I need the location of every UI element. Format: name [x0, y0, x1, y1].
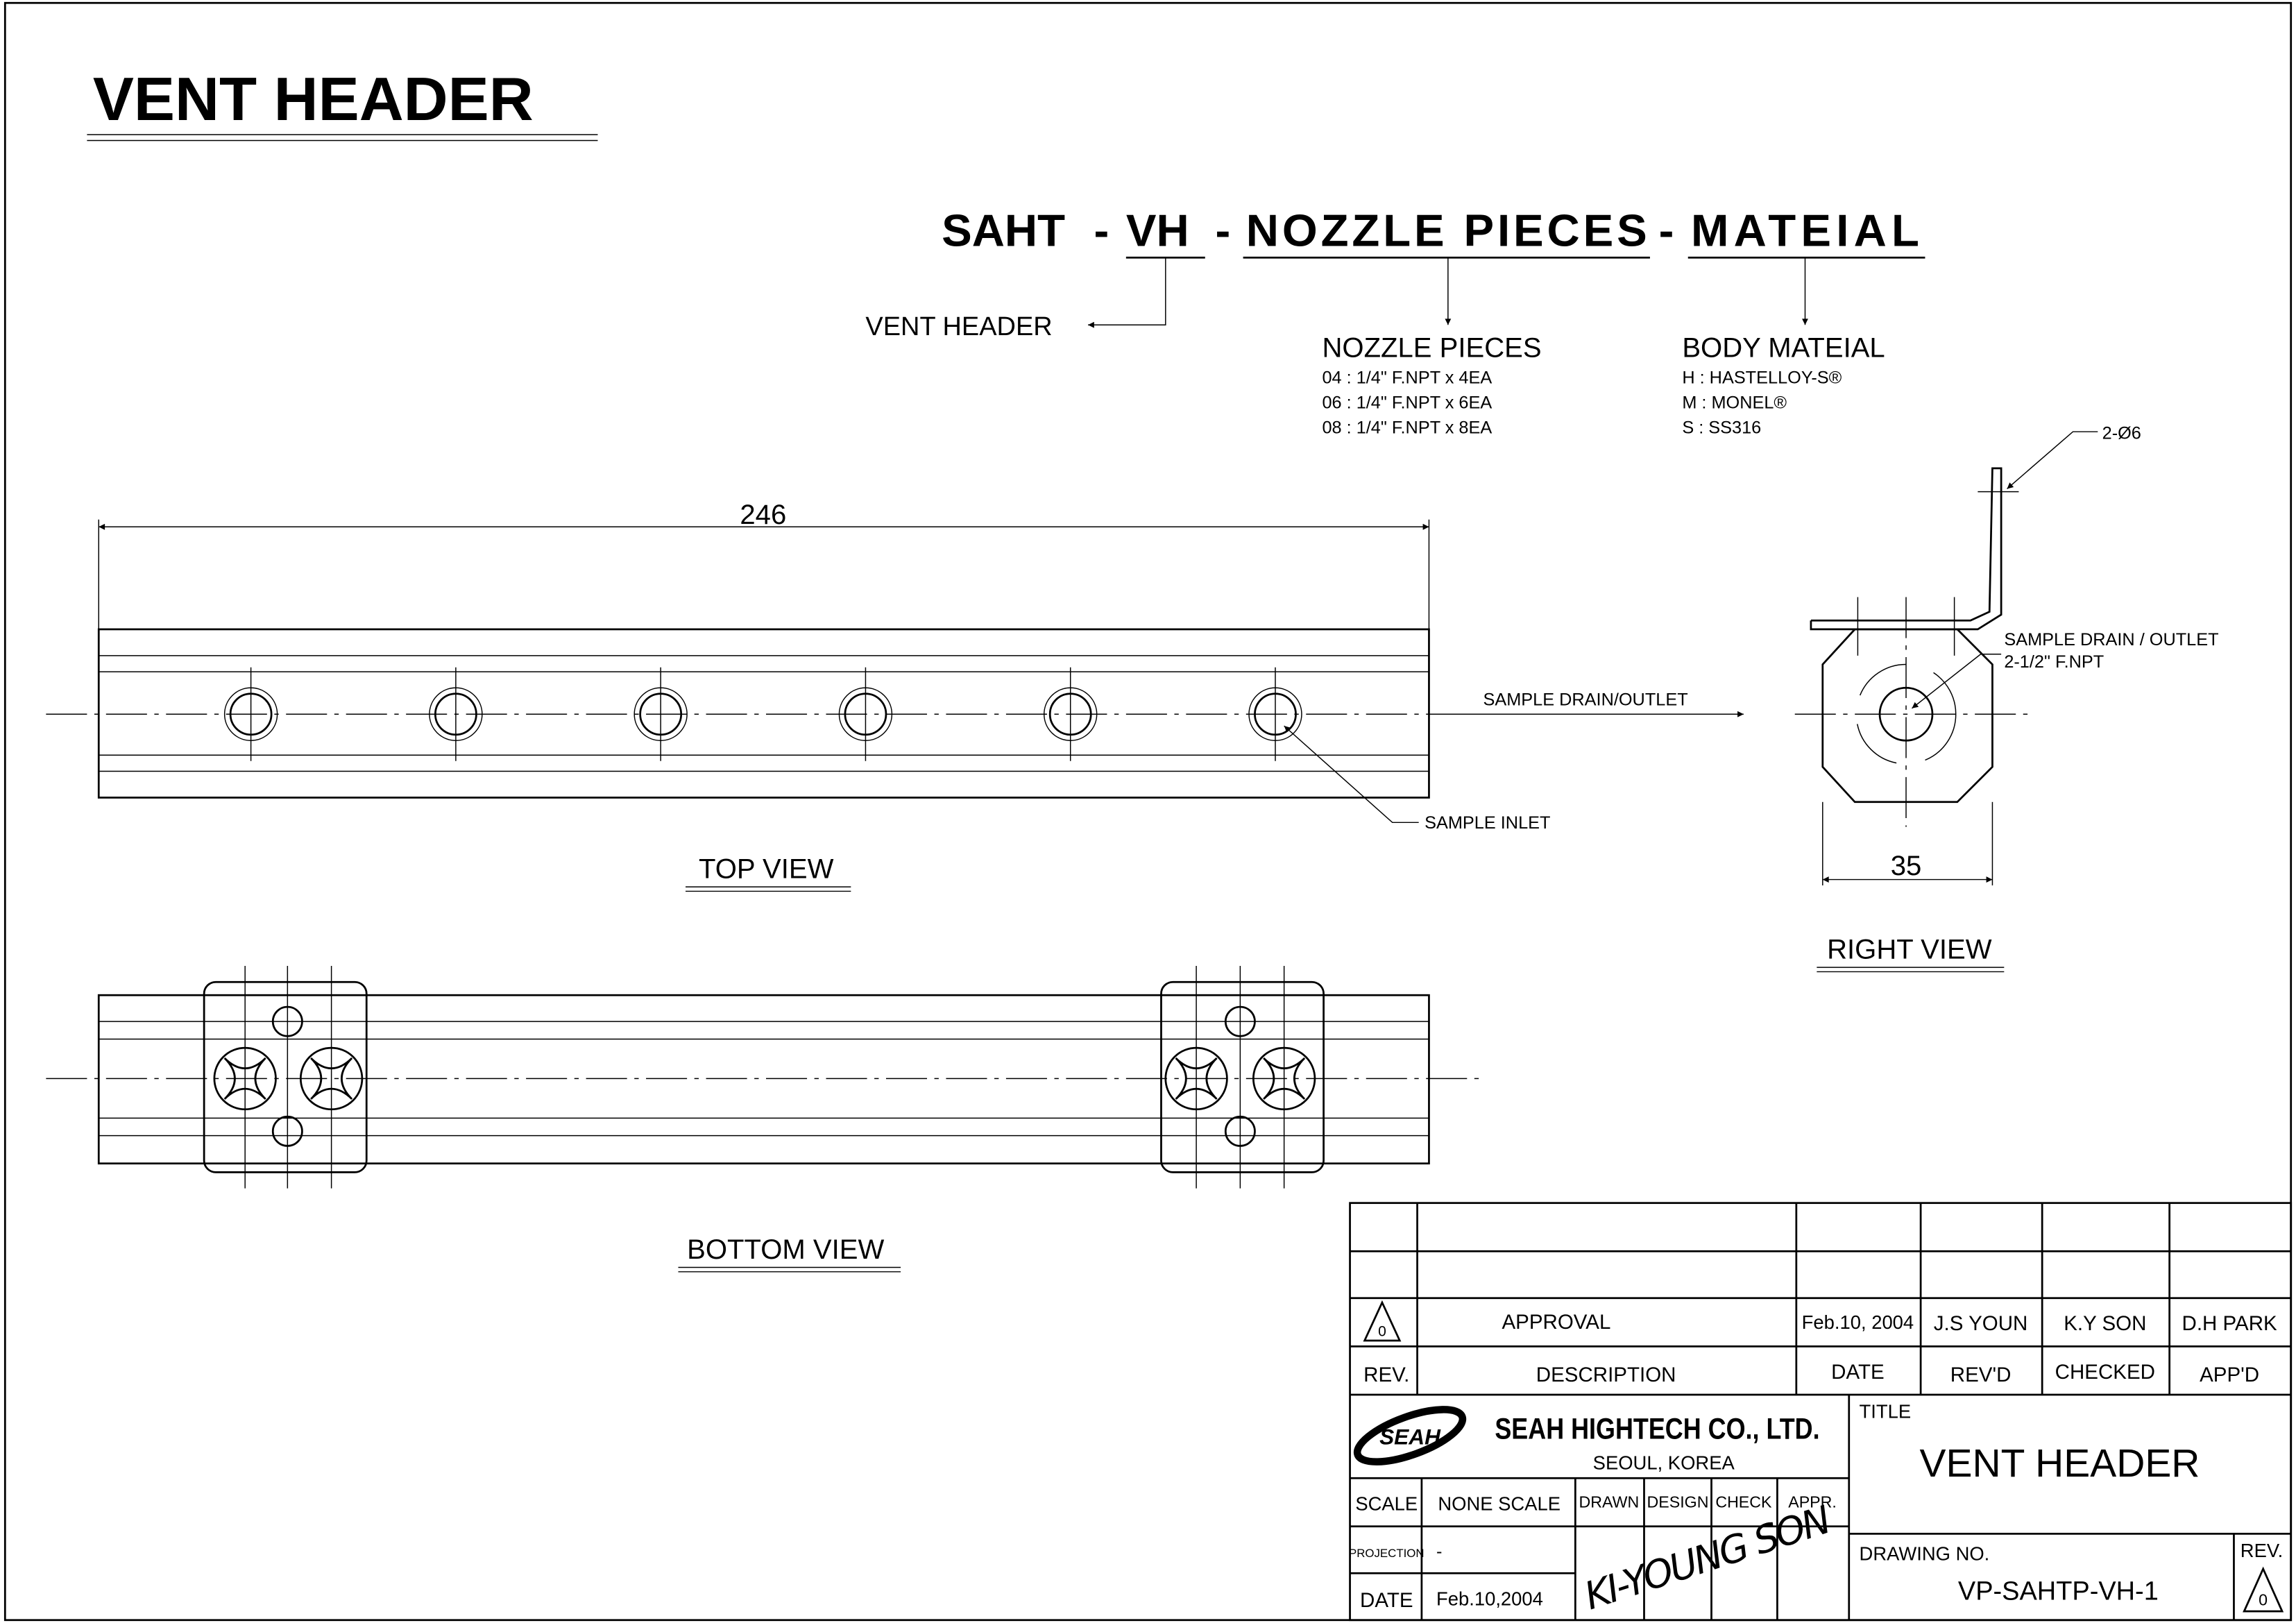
code-vh: VH — [1126, 205, 1189, 255]
material-option: M : MONEL® — [1682, 393, 1787, 412]
drawing-no: VP-SAHTP-VH-1 — [1958, 1577, 2159, 1606]
revision-triangle-icon — [1363, 1300, 1402, 1342]
screw-cross-icon — [1175, 1057, 1218, 1100]
screw-cross-icon — [310, 1057, 353, 1100]
code-material: MATEIAL — [1691, 205, 1919, 255]
scale-value: NONE SCALE — [1438, 1493, 1561, 1515]
date-label: DATE — [1360, 1589, 1413, 1612]
material-option: H : HASTELLOY-S® — [1682, 368, 1842, 388]
appr-label: APPR. — [1788, 1493, 1837, 1511]
rev-date: Feb.10, 2004 — [1802, 1311, 1914, 1333]
inlet-leader — [1284, 725, 1419, 824]
header-date: DATE — [1831, 1361, 1885, 1384]
revision-triangle-icon — [2243, 1566, 2284, 1613]
rev-checked: K.Y SON — [2064, 1312, 2146, 1335]
company-logo: SEAH — [1353, 1406, 1467, 1465]
header-description: DESCRIPTION — [1536, 1363, 1676, 1386]
inlet-label: SAMPLE INLET — [1425, 813, 1550, 833]
title-label: TITLE — [1860, 1401, 1912, 1422]
screw-cross-icon — [1263, 1057, 1306, 1100]
signature: KI-YOUNG SON — [1579, 1497, 1837, 1618]
top-view-label: TOP VIEW — [699, 853, 834, 884]
nozzle-title: NOZZLE PIECES — [1322, 333, 1541, 364]
code-nozzle: NOZZLE PIECES — [1246, 205, 1647, 255]
sheet-border — [3, 1, 2293, 1622]
bottom-view: BOTTOM VIEW — [46, 966, 1483, 1273]
drawn-label: DRAWN — [1579, 1493, 1640, 1511]
right-view: 2-Ø6 SAMPLE DRAIN / OUTLET 2-1/2" F.NPT … — [1794, 424, 2219, 973]
rev-description: APPROVAL — [1502, 1311, 1610, 1334]
projection-label: PROJECTION — [1349, 1547, 1425, 1560]
drawing-title: VENT HEADER — [1920, 1441, 2200, 1486]
vh-leader — [1088, 257, 1166, 328]
code-sep: - — [1659, 205, 1674, 255]
outlet-leader — [1911, 654, 2002, 709]
mounting-bracket — [203, 980, 368, 1173]
bottom-view-label: BOTTOM VIEW — [687, 1234, 884, 1265]
rev-number: 0 — [1378, 1324, 1386, 1340]
drawing-rev: 0 — [2259, 1591, 2268, 1609]
outlet-label: SAMPLE DRAIN/OUTLET — [1483, 690, 1687, 710]
company-name: SEAH HIGHTECH CO., LTD. — [1495, 1412, 1819, 1445]
right-outlet-label: SAMPLE DRAIN / OUTLET — [2004, 630, 2218, 649]
code-prefix: SAHT — [942, 205, 1065, 255]
nozzle-option: 08 : 1/4" F.NPT x 8EA — [1322, 418, 1492, 437]
right-view-label: RIGHT VIEW — [1827, 934, 1992, 965]
rev-reviewed: J.S YOUN — [1934, 1312, 2028, 1335]
part-code: SAHT - VH - NOZZLE PIECES - MATEIAL — [942, 205, 1919, 255]
nozzle-option: 04 : 1/4" F.NPT x 4EA — [1322, 368, 1492, 388]
date-value: Feb.10,2004 — [1436, 1588, 1543, 1610]
company-location: SEOUL, KOREA — [1593, 1452, 1735, 1474]
header-appd: APP'D — [2200, 1363, 2259, 1386]
check-label: CHECK — [1715, 1493, 1772, 1511]
rev-label: REV. — [2240, 1540, 2283, 1561]
header-revd: REV'D — [1950, 1363, 2012, 1386]
vh-label: VENT HEADER — [865, 312, 1052, 341]
material-option: S : SS316 — [1682, 418, 1761, 437]
nozzle-option: 06 : 1/4" F.NPT x 6EA — [1322, 393, 1492, 412]
page-title: VENT HEADER — [93, 65, 534, 133]
projection-value: - — [1436, 1542, 1442, 1561]
hole-note-leader — [2007, 431, 2098, 489]
material-title: BODY MATEIAL — [1682, 333, 1885, 364]
mounting-bracket — [1160, 980, 1325, 1173]
hole-note: 2-Ø6 — [2102, 424, 2141, 443]
screw-cross-icon — [223, 1057, 266, 1100]
rev-approved: D.H PARK — [2182, 1312, 2278, 1335]
logo-text: SEAH — [1379, 1425, 1441, 1450]
drawing-no-label: DRAWING NO. — [1860, 1543, 1990, 1564]
code-sep: - — [1216, 205, 1231, 255]
width-dim-value: 35 — [1891, 851, 1922, 881]
top-view: 246 SAMPLE DRAIN/OUTLET SAMPLE INLET TOP… — [46, 500, 1744, 892]
code-sep: - — [1094, 205, 1109, 255]
title-block: 0 APPROVAL Feb.10, 2004 J.S YOUN K.Y SON… — [1349, 1202, 2293, 1622]
scale-label: SCALE — [1355, 1493, 1418, 1515]
header-rev: REV. — [1363, 1363, 1409, 1386]
body-section — [1821, 628, 1993, 804]
right-outlet-size: 2-1/2" F.NPT — [2004, 652, 2104, 672]
header-checked: CHECKED — [2055, 1361, 2155, 1384]
length-dim-value: 246 — [740, 500, 786, 530]
design-label: DESIGN — [1647, 1493, 1709, 1511]
